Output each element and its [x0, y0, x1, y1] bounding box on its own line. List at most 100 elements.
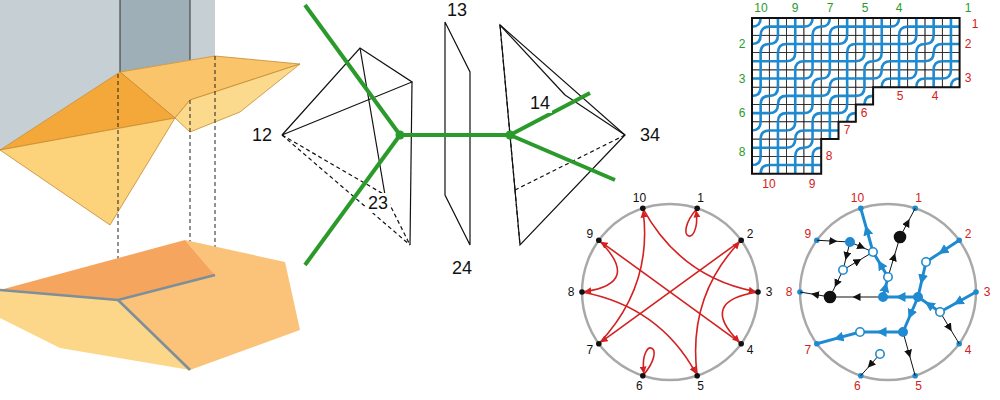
grid-cell: [804, 87, 821, 104]
grid-cell: [821, 18, 838, 35]
pipe-segment: [804, 122, 821, 139]
boundary-number: 7: [587, 344, 594, 356]
graph-edge: [940, 312, 959, 344]
pipe-segment: [908, 53, 925, 70]
polytope-outline: [500, 25, 565, 95]
graph-vertex: [839, 266, 847, 274]
boundary-number: 4: [932, 90, 939, 102]
boundary-number: 6: [861, 107, 868, 119]
grid-cell: [787, 87, 804, 104]
grid-cell: [821, 105, 838, 122]
pipe-segment: [804, 105, 821, 122]
pipe-segment: [942, 70, 959, 87]
tropical-surface-3d: [120, 0, 190, 72]
grid-cell: [752, 87, 769, 104]
grid-cell: [752, 122, 769, 139]
pipe-segment: [787, 53, 804, 70]
boundary-point: [738, 341, 744, 347]
dual-tree: [510, 135, 615, 180]
pipe-segment: [839, 35, 856, 52]
grid-cell: [821, 70, 838, 87]
grid-cell: [752, 156, 769, 173]
grid-cell: [752, 70, 769, 87]
grid-cell: [804, 139, 821, 156]
grid-cell: [839, 70, 856, 87]
cell-label: 34: [638, 125, 662, 145]
polytope-outline: [500, 25, 625, 245]
pipe-segment: [942, 35, 959, 52]
grid-cell: [752, 18, 769, 35]
grid-cell: [890, 18, 907, 35]
grid-cell: [839, 105, 856, 122]
polytope-outline: [282, 135, 385, 195]
boundary-number: 8: [786, 286, 793, 298]
permutation-disk: [579, 204, 761, 380]
le-diagram: [752, 18, 960, 174]
boundary-number: 1: [965, 2, 972, 14]
pipe-segment: [804, 35, 821, 52]
pipe-segment: [908, 18, 925, 35]
grid-cell: [804, 18, 821, 35]
grid-cell: [769, 122, 786, 139]
boundary-number: 8: [739, 146, 746, 158]
grid-cell: [925, 53, 942, 70]
grid-cell: [804, 35, 821, 52]
boundary-number: 10: [851, 192, 864, 204]
trip-path: [918, 262, 926, 297]
tropical-curve-projection: [118, 300, 190, 370]
boundary-number: 8: [826, 150, 833, 162]
pipe-segment: [752, 105, 769, 122]
pipe-segment: [752, 139, 769, 156]
cell-label: 13: [445, 0, 469, 20]
graph-vertex: [884, 273, 892, 281]
pipe-segment: [769, 35, 786, 52]
grid-cell: [925, 35, 942, 52]
boundary-number: 7: [844, 124, 851, 136]
pipe-segment: [856, 53, 873, 70]
boundary-number: 5: [897, 90, 904, 102]
boundary-number: 7: [805, 344, 812, 356]
graph-vertex: [856, 328, 864, 336]
grid-cell: [890, 70, 907, 87]
grid-cell: [769, 53, 786, 70]
pipe-segment: [839, 105, 856, 122]
grid-cell: [908, 53, 925, 70]
grid-cell: [804, 53, 821, 70]
trip-path: [817, 332, 860, 344]
trip-path: [883, 296, 918, 299]
grid-cell: [821, 35, 838, 52]
dual-tree: [305, 5, 400, 135]
boundary-number: 3: [965, 72, 972, 84]
polytope-outline: [282, 22, 625, 245]
pipe-segment: [925, 70, 942, 87]
pipe-segment: [821, 18, 838, 35]
boundary-point: [596, 237, 602, 243]
pipe-segment: [804, 87, 821, 104]
pipe-segment: [839, 70, 856, 87]
pipe-segment: [787, 70, 804, 87]
graph-vertex: [899, 328, 907, 336]
pipe-segment: [890, 70, 907, 87]
pipe-segment: [769, 122, 786, 139]
pipe-segment: [908, 35, 925, 52]
pipe-segment: [769, 18, 786, 35]
boundary-number: 1: [697, 192, 704, 204]
tropical-curve-projection: [0, 275, 215, 300]
grid-cell: [787, 122, 804, 139]
grid-cell: [752, 139, 769, 156]
graph-vertex: [914, 293, 922, 301]
graph-vertex: [846, 238, 854, 246]
pipe-segment: [856, 18, 873, 35]
pipe-segment: [942, 53, 959, 70]
boundary-number: 4: [747, 344, 754, 356]
pipe-segment: [752, 18, 769, 35]
grid-cell: [890, 53, 907, 70]
boundary-number: 4: [896, 2, 903, 14]
pipe-segment: [769, 87, 786, 104]
boundary-number: 9: [792, 2, 799, 14]
permutation-arrow: [686, 208, 697, 236]
grid-cell: [769, 156, 786, 173]
graph-vertex: [922, 258, 930, 266]
grid-cell: [769, 105, 786, 122]
grid-cell: [839, 18, 856, 35]
